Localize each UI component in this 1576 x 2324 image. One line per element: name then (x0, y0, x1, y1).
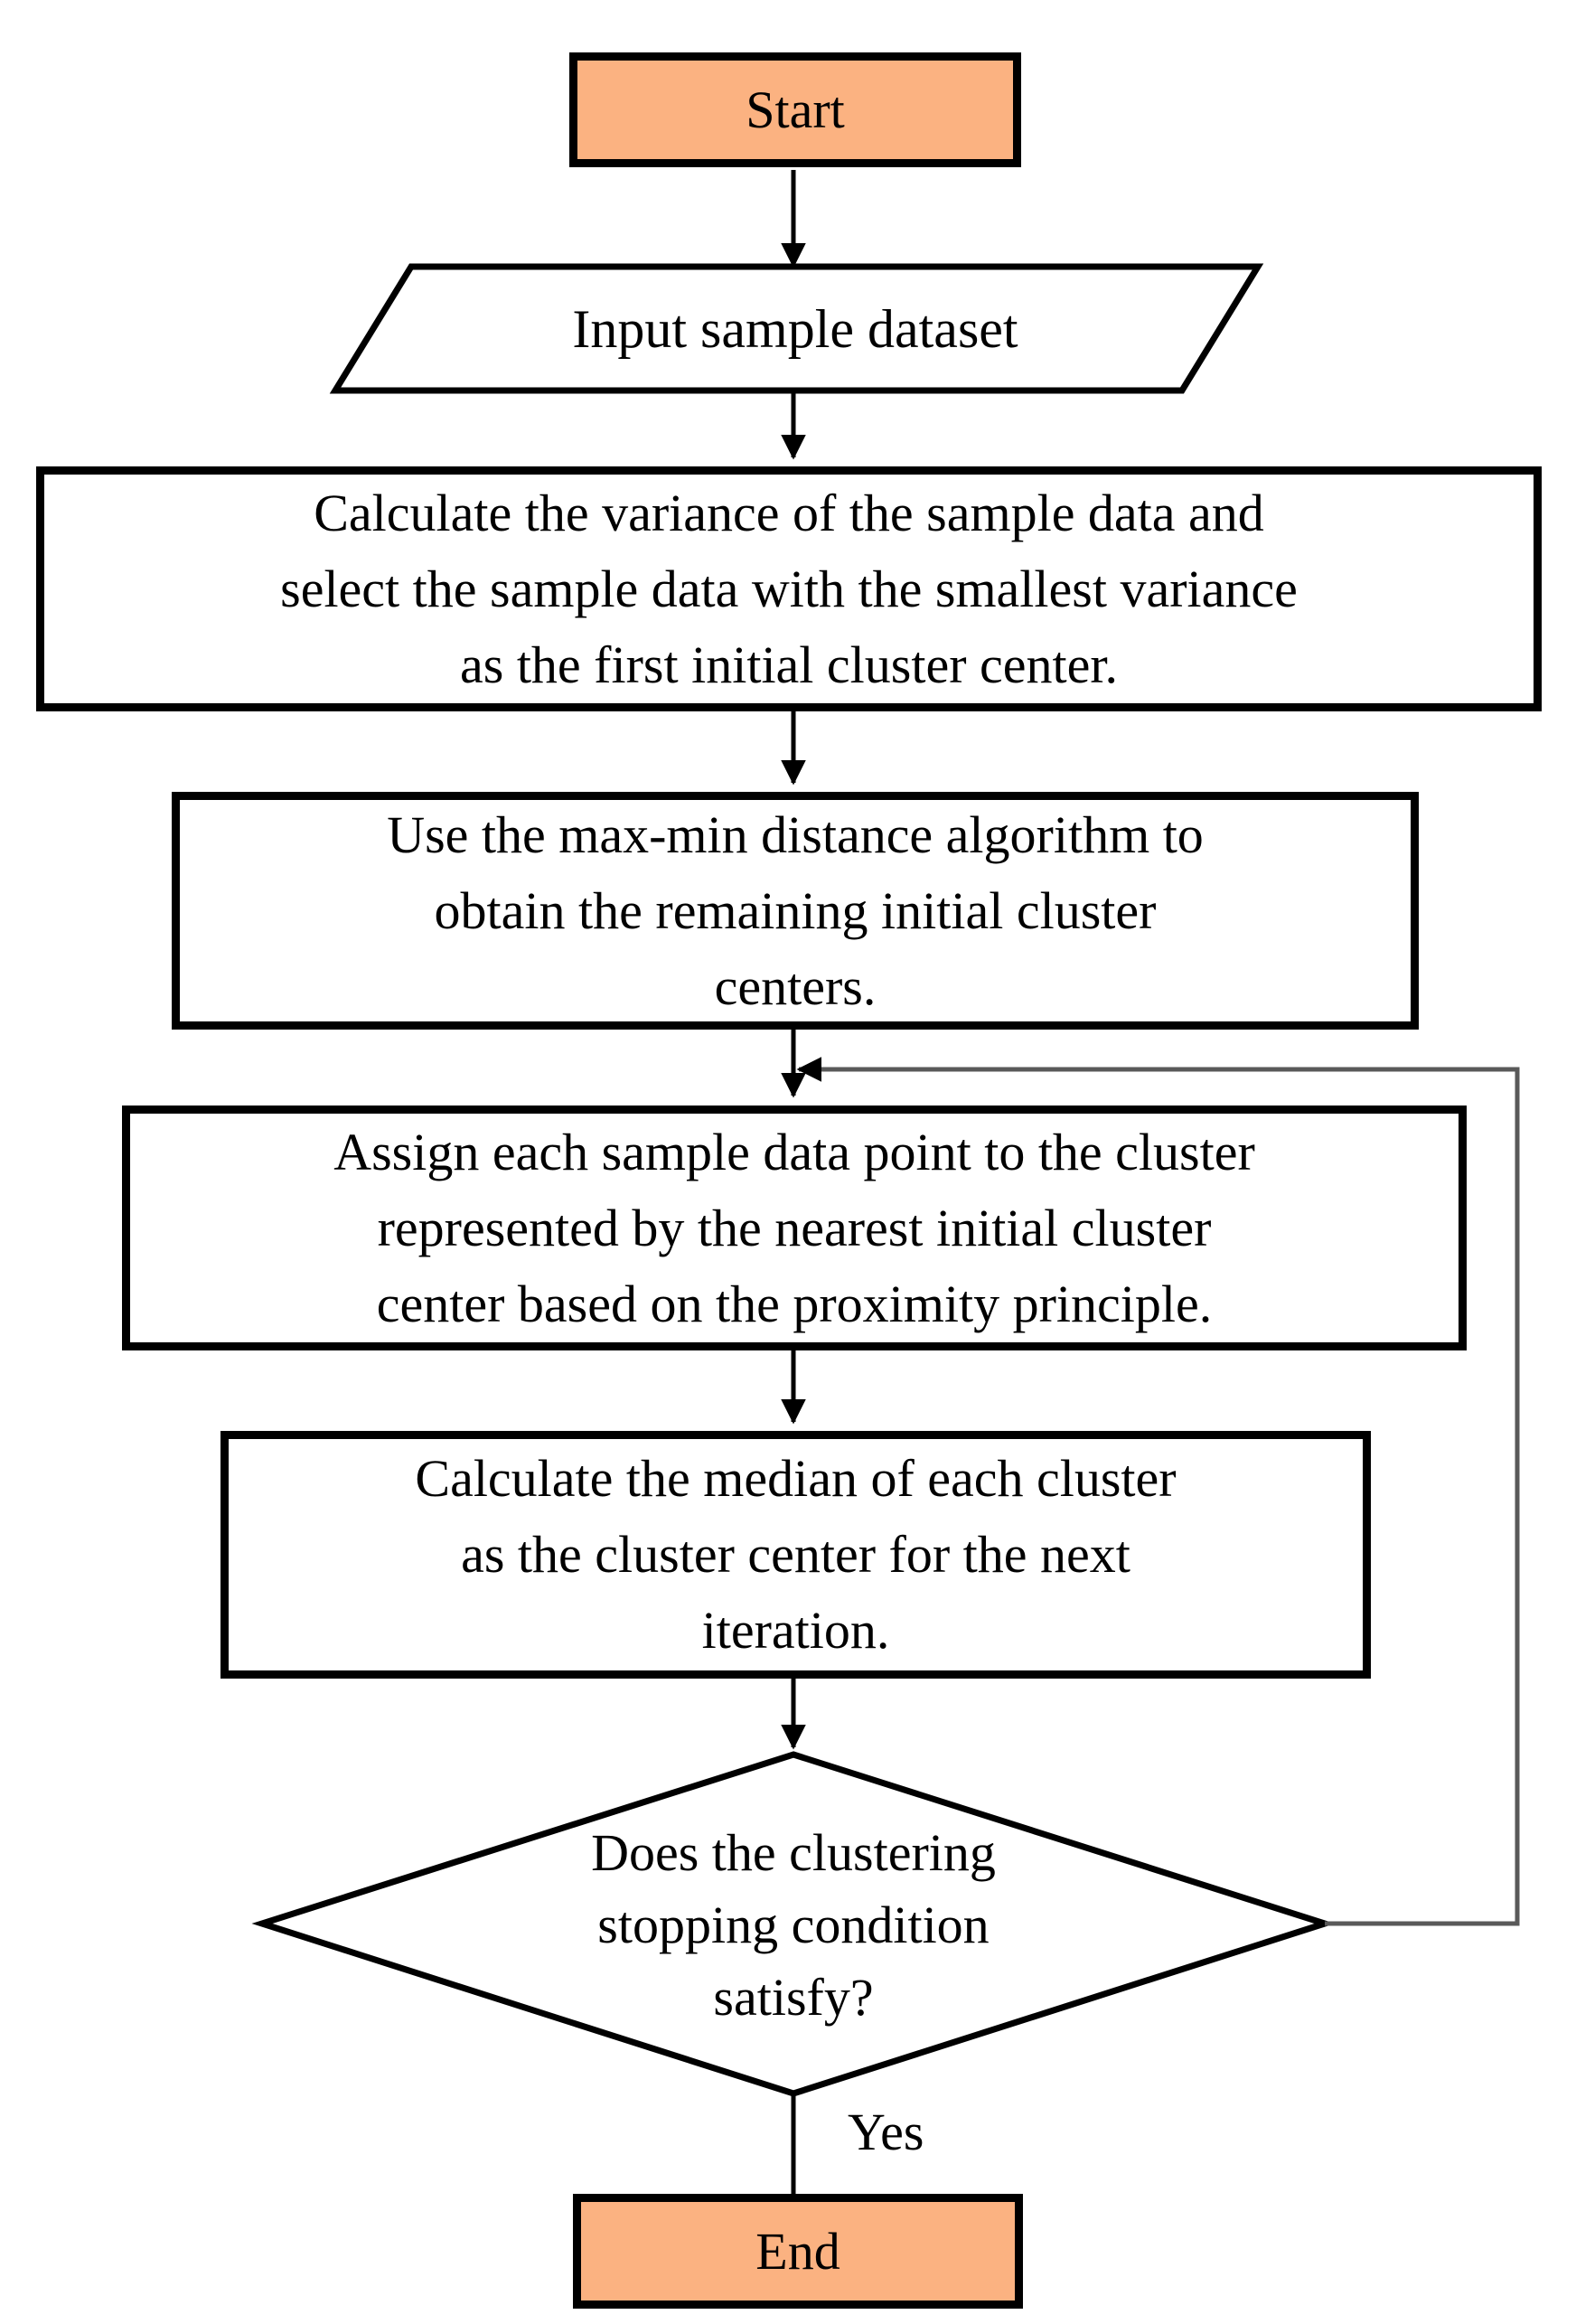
node-median: Calculate the median of each cluster as … (220, 1431, 1371, 1679)
node-text-line: Use the max-min distance algorithm to (387, 804, 1204, 864)
node-text-line: stopping condition (597, 1896, 990, 1954)
node-decision: Does the clustering stopping condition s… (477, 1812, 1110, 2038)
input-parallelogram-shape (329, 263, 1264, 394)
node-text-line: Calculate the median of each cluster (415, 1449, 1177, 1508)
node-text-line: Assign each sample data point to the clu… (333, 1122, 1255, 1181)
node-start: Start (569, 52, 1021, 167)
node-assign: Assign each sample data point to the clu… (122, 1106, 1467, 1350)
node-text-line: center based on the proximity principle. (376, 1274, 1213, 1333)
node-text-line: as the first initial cluster center. (460, 635, 1118, 694)
node-text-line: satisfy? (713, 1968, 874, 2027)
node-end: End (573, 2194, 1023, 2309)
node-text-line: iteration. (701, 1601, 890, 1660)
node-text-line: Calculate the variance of the sample dat… (314, 483, 1264, 542)
node-input-dataset: Input sample dataset (389, 271, 1202, 387)
node-text-line: select the sample data with the smallest… (280, 559, 1298, 618)
input-dataset-label: Input sample dataset (572, 298, 1018, 359)
node-text-line: obtain the remaining initial cluster (434, 880, 1157, 940)
node-text-line: Does the clustering (591, 1823, 996, 1882)
edge-label-yes: Yes (848, 2103, 924, 2161)
node-text-line: as the cluster center for the next (461, 1525, 1130, 1584)
node-text-line: represented by the nearest initial clust… (377, 1198, 1212, 1257)
start-label: Start (746, 80, 845, 139)
end-label: End (755, 2222, 840, 2281)
edge-feedback-loop (796, 1057, 1520, 1926)
node-variance: Calculate the variance of the sample dat… (36, 466, 1542, 711)
node-max-min: Use the max-min distance algorithm to ob… (172, 792, 1419, 1030)
node-text-line: centers. (714, 956, 877, 1016)
